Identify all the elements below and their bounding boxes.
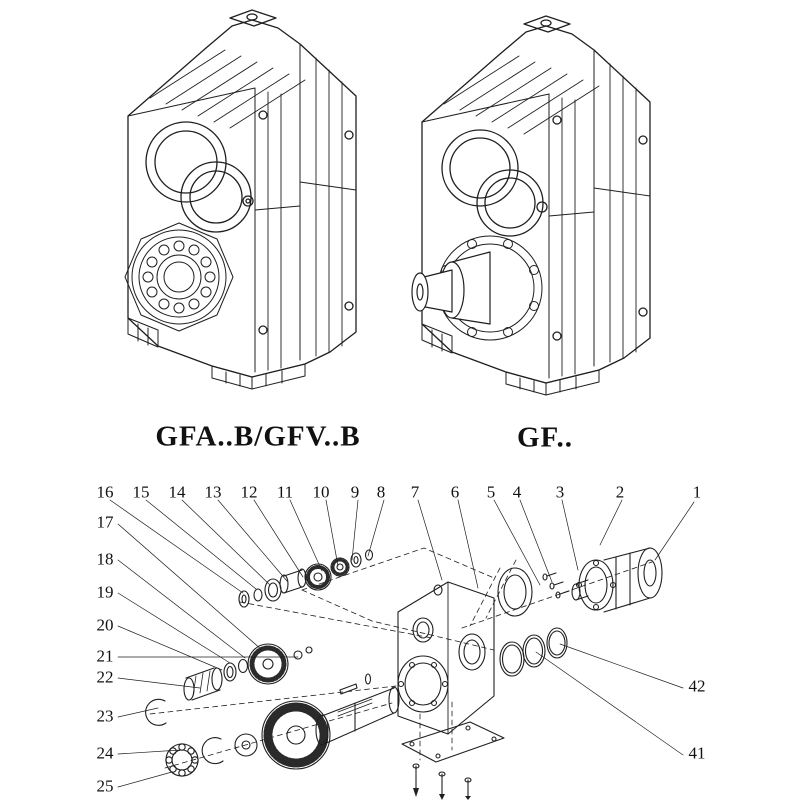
baseplate-and-bolts: [401, 721, 505, 800]
callout-11: 11: [276, 482, 294, 502]
bolt-bosses: [258, 110, 354, 335]
callout-42: 42: [688, 676, 706, 696]
callout-1: 1: [692, 482, 702, 502]
callout-5: 5: [486, 482, 496, 502]
callout-8: 8: [376, 482, 386, 502]
callout-3: 3: [555, 482, 565, 502]
feet: [127, 317, 306, 390]
intermediate-shaft-parts: [183, 643, 313, 701]
callout-20: 20: [96, 615, 114, 635]
callout-21: 21: [96, 646, 114, 666]
callout-17: 17: [96, 512, 114, 532]
callout-41: 41: [688, 743, 706, 763]
callout-12: 12: [240, 482, 258, 502]
callout-22: 22: [96, 667, 114, 687]
callout-13: 13: [204, 482, 222, 502]
callout-16: 16: [96, 482, 114, 502]
model-caption-right: GF..: [516, 421, 574, 454]
callout-24: 24: [96, 743, 114, 763]
input-shaft-parts: [238, 549, 374, 608]
callout-6: 6: [450, 482, 460, 502]
output-bearing: [124, 222, 234, 332]
callout-23: 23: [96, 706, 114, 726]
input-adapter-motor: [571, 547, 663, 613]
callout-19: 19: [96, 582, 114, 602]
gear-housing: [397, 581, 495, 735]
callout-14: 14: [168, 482, 186, 502]
top-fins: [443, 55, 600, 135]
exploded-view: [109, 499, 695, 800]
assembly-axis-lines: [149, 547, 653, 769]
side-ribs: [548, 63, 651, 377]
callout-18: 18: [96, 549, 114, 569]
gearbox-left-drawing: [124, 9, 357, 390]
output-shaft-parts: [145, 673, 400, 777]
covers-and-rings: [497, 567, 570, 677]
gear-bores: [145, 121, 254, 233]
callout-2: 2: [615, 482, 625, 502]
gear-bores: [441, 129, 548, 237]
leader-lines: [109, 499, 695, 788]
callout-7: 7: [410, 482, 420, 502]
feet: [421, 323, 600, 396]
callout-15: 15: [132, 482, 150, 502]
bolt-bosses: [552, 115, 648, 341]
callout-25: 25: [96, 776, 114, 796]
top-fins: [149, 49, 306, 129]
model-caption-left: GFA..B/GFV..B: [155, 420, 361, 453]
callout-4: 4: [512, 482, 522, 502]
side-ribs: [254, 57, 357, 371]
output-shaft: [411, 251, 491, 325]
gearbox-right-drawing: [411, 15, 651, 396]
callout-10: 10: [312, 482, 330, 502]
callout-9: 9: [350, 482, 360, 502]
